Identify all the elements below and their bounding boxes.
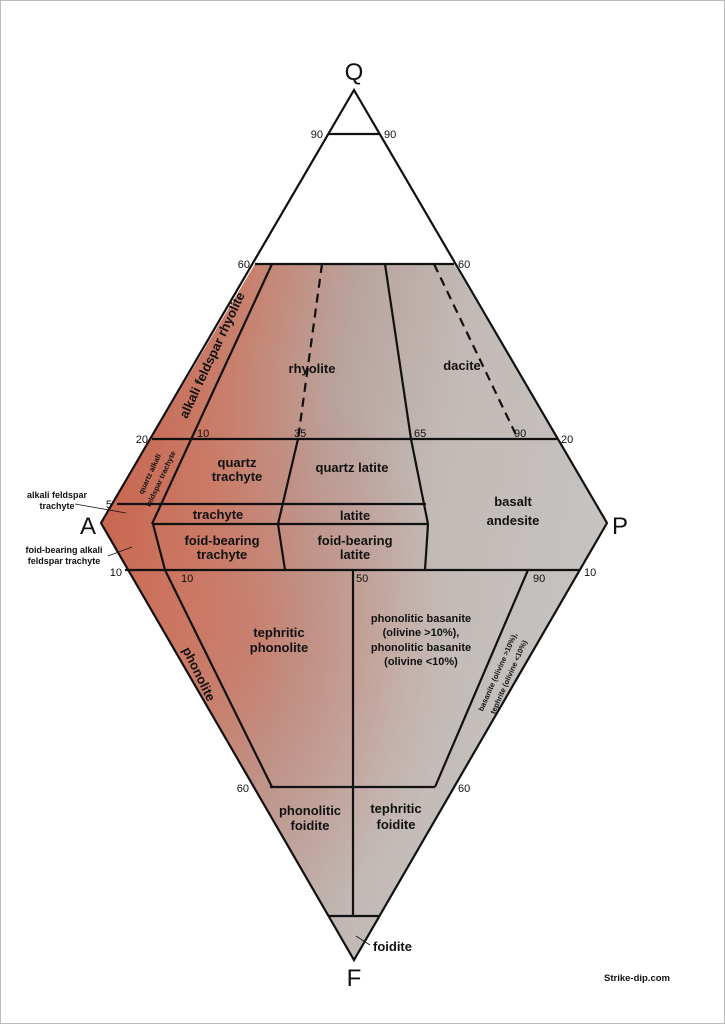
field-phonolitic-basanite-line4: (olivine <10%) <box>384 656 458 668</box>
field-tephritic-phonolite-line2: phonolite <box>250 640 309 655</box>
field-rhyolite: rhyolite <box>289 361 336 376</box>
field-foid-bearing-latite-line1: foid-bearing <box>317 533 392 548</box>
field-foid-bearing-latite-line2: latite <box>340 547 370 562</box>
radial-35-middle <box>276 438 300 525</box>
field-phonolitic-basanite-line3: phonolitic basanite <box>371 642 471 654</box>
tick-90-lower: 90 <box>533 573 545 585</box>
watermark-text: Strike-dip.com <box>604 973 670 984</box>
field-tephritic-phonolite-line1: tephritic <box>253 625 304 640</box>
apex-f: F <box>347 965 362 992</box>
tick-f60-right: 60 <box>458 783 470 795</box>
field-foid-bearing-alkali-line1: foid-bearing alkali <box>25 545 102 555</box>
tick-q20-left: 20 <box>136 434 148 446</box>
tick-f10-left: 10 <box>110 567 122 579</box>
field-alkali-feldspar-trachyte-line1: alkali feldspar <box>27 490 88 500</box>
field-quartz-latite: quartz latite <box>316 460 389 475</box>
leader-alkali-feldspar-trachyte <box>74 503 127 514</box>
q-apex-region <box>255 90 454 264</box>
tick-50: 50 <box>356 573 368 585</box>
tick-q60-right: 60 <box>458 259 470 271</box>
tick-65: 65 <box>414 428 426 440</box>
tick-q90-right: 90 <box>384 129 396 141</box>
field-latite: latite <box>340 508 370 523</box>
tick-q20-right: 20 <box>561 434 573 446</box>
field-tephritic-foidite-line2: foidite <box>377 817 416 832</box>
diamond-outline <box>99 87 609 963</box>
field-basalt-andesite-line1: basalt <box>494 494 532 509</box>
field-phonolitic-foidite-line1: phonolitic <box>279 803 341 818</box>
tick-10-upper: 10 <box>197 428 209 440</box>
leader-foidite <box>355 935 371 946</box>
field-quartz-trachyte-line1: quartz <box>218 455 258 470</box>
radial-10-lower <box>164 569 273 788</box>
tick-f60-left: 60 <box>237 783 249 795</box>
tick-q90-left: 90 <box>311 129 323 141</box>
field-foidite: foidite <box>373 939 412 954</box>
field-phonolitic-basanite-line2: (olivine >10%), <box>383 627 460 639</box>
tick-10-lower: 10 <box>181 573 193 585</box>
tick-90-upper: 90 <box>514 428 526 440</box>
field-basalt-andesite-line2: andesite <box>487 513 540 528</box>
field-trachyte: trachyte <box>193 507 244 522</box>
radial-10-upper <box>151 263 273 525</box>
leader-foid-bearing-alkali <box>107 546 133 557</box>
apex-q: Q <box>345 59 364 86</box>
tick-35: 35 <box>294 428 306 440</box>
field-foid-bearing-alkali-line2: feldspar trachyte <box>28 556 101 566</box>
tick-a5: 5 <box>106 499 112 511</box>
tick-f10-right: 10 <box>584 567 596 579</box>
field-quartz-trachyte-line2: trachyte <box>212 469 263 484</box>
field-phonolitic-foidite-line2: foidite <box>291 818 330 833</box>
radial-65-upper <box>383 263 413 440</box>
field-phonolitic-basanite-line1: phonolitic basanite <box>371 613 471 625</box>
radial-65-ap <box>423 523 430 571</box>
radial-90-dashed <box>433 263 519 440</box>
field-dacite: dacite <box>443 358 481 373</box>
radial-10-ap <box>151 523 167 571</box>
tick-q60-left: 60 <box>238 259 250 271</box>
radial-90-lower <box>433 569 530 788</box>
field-foid-bearing-trachyte-line2: trachyte <box>197 547 248 562</box>
radial-35-ap <box>276 523 287 571</box>
radial-65-middle <box>409 438 430 525</box>
field-tephritic-foidite-line1: tephritic <box>370 801 421 816</box>
field-foid-bearing-trachyte-line1: foid-bearing <box>184 533 259 548</box>
apex-p: P <box>612 513 628 540</box>
field-alkali-feldspar-trachyte-line2: trachyte <box>39 501 74 511</box>
apex-a: A <box>80 513 96 540</box>
